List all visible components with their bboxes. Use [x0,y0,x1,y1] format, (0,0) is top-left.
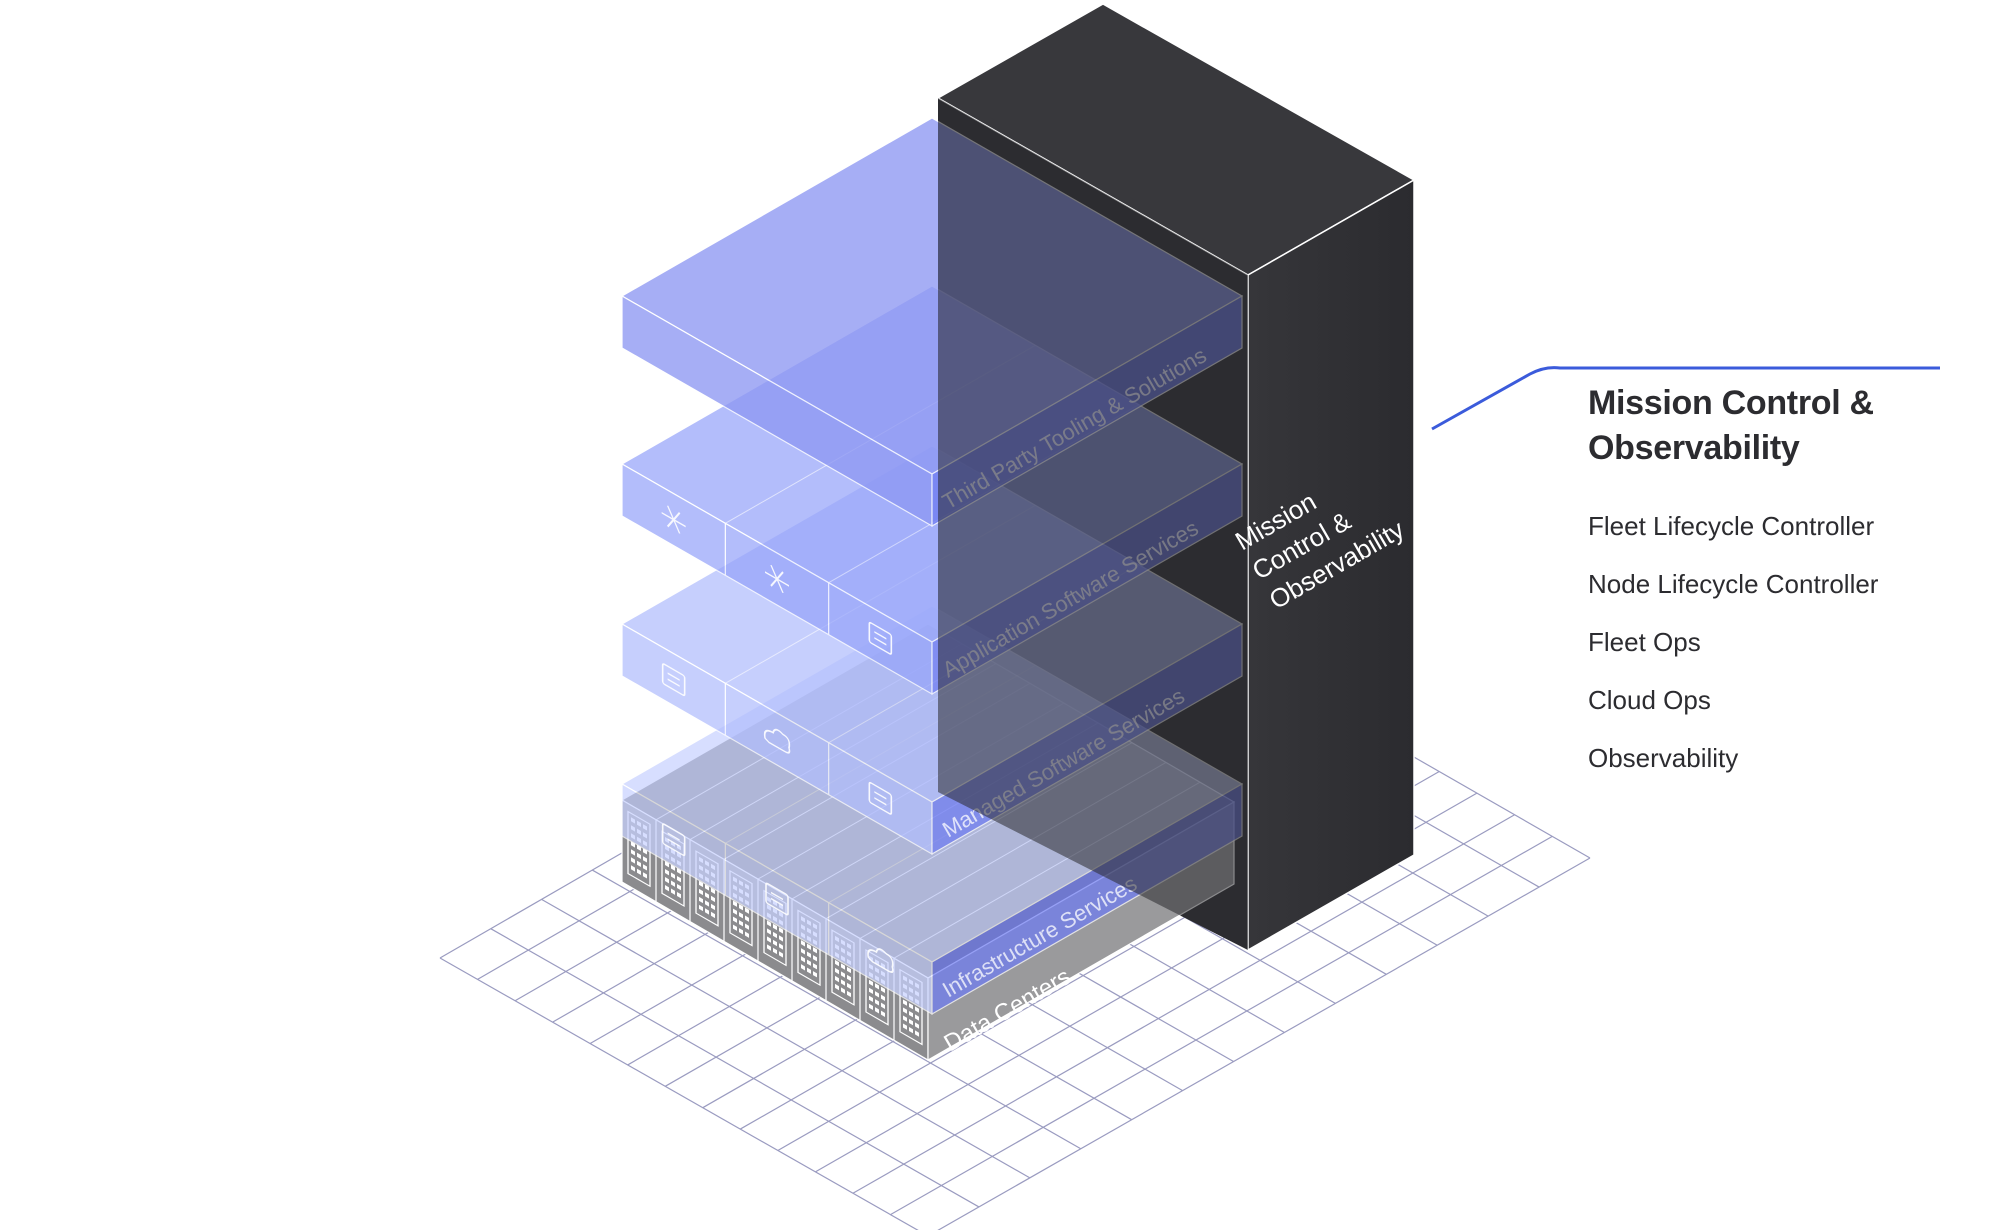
callout-item-fleet-lifecycle: Fleet Lifecycle Controller [1588,511,1875,541]
callout-connector-line [1431,366,1940,431]
rocket-icon [868,621,893,655]
callout-item-fleet-ops: Fleet Ops [1588,627,1701,657]
grid-line [890,835,1553,1216]
sparkle-icon [765,565,789,593]
cloud-lock-icon [763,728,791,754]
grid-line [852,814,1515,1194]
grid-line [592,869,1082,1150]
callout-panel: Mission Control & Observability Fleet Li… [1588,381,1978,787]
callout-item-node-lifecycle: Node Lifecycle Controller [1588,569,1879,599]
tower-left-face [938,98,1248,950]
grid-line [541,898,1031,1179]
grid-line [439,957,919,1230]
callout-list: Fleet Lifecycle Controller Node Lifecycl… [1588,497,1978,787]
callout-title: Mission Control & Observability [1588,384,1874,467]
grid-line [937,857,1591,1230]
callout-item-cloud-ops: Cloud Ops [1588,685,1711,715]
database-icon [868,781,893,815]
grid-line [490,928,980,1208]
server-icon [661,823,686,857]
snowflake-icon [661,505,686,534]
cloud-icon [867,948,894,973]
pipeline-icon [765,882,789,916]
dashboard-icon [661,663,686,697]
callout-item-observability: Observability [1588,743,1739,773]
